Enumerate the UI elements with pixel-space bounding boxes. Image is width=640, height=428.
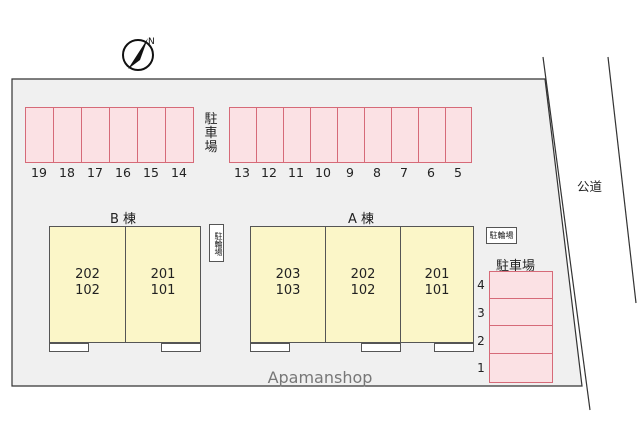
- parking-space: [137, 107, 166, 163]
- unit-lower-number: 101: [150, 283, 176, 298]
- parking-number: 4: [477, 278, 485, 292]
- parking-number: 19: [31, 165, 47, 180]
- entrance-step: [250, 343, 290, 352]
- parking-space: [489, 325, 553, 354]
- unit-lower-number: 102: [350, 283, 376, 298]
- bike-parking-label: 駐輪場: [214, 232, 223, 256]
- parking-label-right: 駐車場: [496, 259, 536, 274]
- parking-number: 10: [315, 165, 331, 180]
- unit-upper-number: 201: [150, 267, 176, 282]
- parking-label-top: 駐車場: [204, 112, 218, 155]
- parking-space: [25, 107, 54, 163]
- parking-number: 14: [171, 165, 187, 180]
- parking-space: [53, 107, 82, 163]
- entrance-step: [361, 343, 401, 352]
- parking-space: [256, 107, 284, 163]
- parking-number: 9: [346, 165, 354, 180]
- parking-space: [391, 107, 419, 163]
- parking-number: 15: [143, 165, 159, 180]
- parking-space: [109, 107, 138, 163]
- unit-lower-number: 102: [75, 283, 100, 298]
- unit-upper-number: 202: [75, 267, 100, 282]
- entrance-step: [49, 343, 89, 352]
- parking-space: [229, 107, 257, 163]
- unit-lower-number: 101: [424, 283, 450, 298]
- parking-space: [489, 353, 553, 383]
- parking-number: 5: [454, 165, 462, 180]
- parking-number: 6: [427, 165, 435, 180]
- parking-number: 16: [115, 165, 131, 180]
- watermark: Apamanshop: [267, 368, 373, 387]
- parking-space: [165, 107, 194, 163]
- road-edge-left: [542, 56, 591, 411]
- parking-number: 7: [400, 165, 408, 180]
- parking-space: [489, 271, 553, 299]
- bike-parking-b: 駐輪場: [209, 224, 224, 262]
- parking-space: [81, 107, 110, 163]
- bike-parking-label: 駐輪場: [489, 231, 514, 240]
- parking-space: [337, 107, 365, 163]
- entrance-step: [161, 343, 201, 352]
- bike-parking-a: 駐輪場: [486, 227, 517, 244]
- building-a-label: A 棟: [348, 212, 375, 227]
- road-label: 公道: [577, 179, 603, 194]
- road-edge-right: [607, 56, 637, 304]
- parking-number: 8: [373, 165, 381, 180]
- parking-space: [445, 107, 472, 163]
- unit-upper-number: 203: [275, 267, 301, 282]
- parking-number: 13: [234, 165, 250, 180]
- parking-space: [364, 107, 392, 163]
- parking-space: [283, 107, 311, 163]
- north-arrow-icon: N: [122, 37, 155, 71]
- unit-lower-number: 103: [275, 283, 301, 298]
- building-b-label: B 棟: [110, 212, 137, 227]
- parking-space: [418, 107, 446, 163]
- parking-number: 17: [87, 165, 103, 180]
- entrance-step: [434, 343, 474, 352]
- parking-number: 11: [288, 165, 304, 180]
- parking-number: 18: [59, 165, 75, 180]
- parking-space: [489, 298, 553, 326]
- svg-text:N: N: [148, 37, 155, 47]
- parking-number: 3: [477, 306, 485, 320]
- unit-upper-number: 201: [424, 267, 450, 282]
- parking-number: 2: [477, 334, 485, 348]
- parking-number: 12: [261, 165, 277, 180]
- parking-space: [310, 107, 338, 163]
- unit-upper-number: 202: [350, 267, 376, 282]
- parking-number: 1: [477, 361, 485, 375]
